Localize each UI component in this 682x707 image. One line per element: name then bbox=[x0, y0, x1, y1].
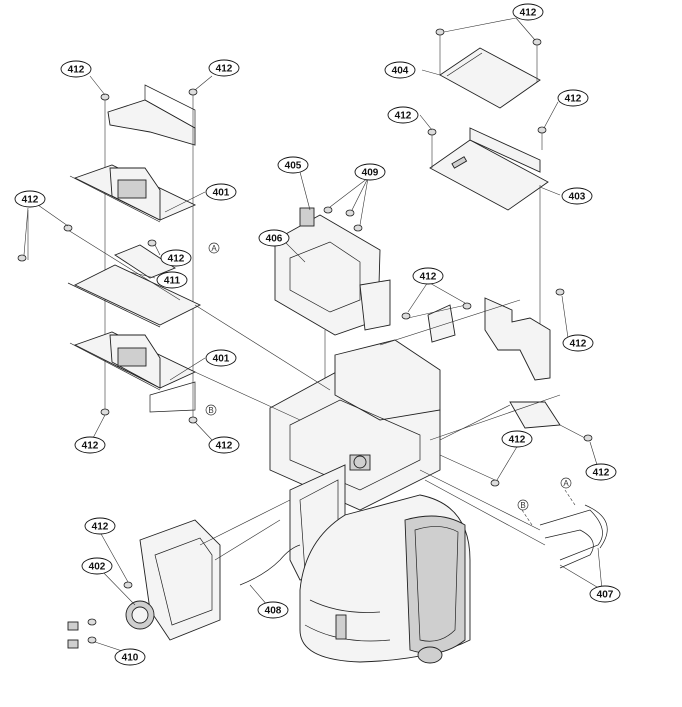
svg-text:412: 412 bbox=[570, 339, 587, 350]
cover-plate-404 bbox=[439, 35, 541, 109]
callout-412: 412 bbox=[562, 334, 594, 352]
callout-401: 401 bbox=[205, 183, 237, 201]
callout-404: 404 bbox=[384, 61, 416, 79]
bracket-402 bbox=[67, 519, 281, 649]
svg-text:403: 403 bbox=[569, 192, 586, 203]
svg-text:A: A bbox=[211, 244, 217, 253]
svg-text:412: 412 bbox=[520, 8, 537, 19]
svg-text:412: 412 bbox=[168, 254, 185, 265]
callout-412: 412 bbox=[585, 463, 617, 481]
callout-408: 408 bbox=[257, 601, 289, 619]
svg-text:412: 412 bbox=[395, 111, 412, 122]
marker-a: A bbox=[560, 477, 572, 489]
callout-412: 412 bbox=[412, 267, 444, 285]
callout-412: 412 bbox=[501, 430, 533, 448]
screws bbox=[17, 28, 593, 644]
callout-412: 412 bbox=[208, 59, 240, 77]
marker-b: B bbox=[517, 499, 529, 511]
svg-text:412: 412 bbox=[420, 272, 437, 283]
marker-a: A bbox=[208, 242, 220, 254]
board-403 bbox=[429, 127, 549, 330]
svg-text:412: 412 bbox=[509, 435, 526, 446]
main-chassis bbox=[269, 339, 441, 581]
leader-lines bbox=[194, 299, 561, 546]
callout-411: 411 bbox=[156, 271, 188, 289]
callout-409: 409 bbox=[354, 163, 386, 181]
callout-412: 412 bbox=[557, 89, 589, 107]
callout-412: 412 bbox=[160, 249, 192, 267]
callout-412: 412 bbox=[84, 517, 116, 535]
module-405 bbox=[274, 207, 391, 395]
svg-text:411: 411 bbox=[164, 276, 181, 287]
svg-text:A: A bbox=[563, 479, 569, 488]
svg-text:412: 412 bbox=[82, 441, 99, 452]
svg-text:412: 412 bbox=[593, 468, 610, 479]
svg-text:B: B bbox=[520, 501, 525, 510]
callout-412: 412 bbox=[14, 190, 46, 208]
svg-text:401: 401 bbox=[213, 188, 230, 199]
callout-412: 412 bbox=[387, 106, 419, 124]
cable-408 bbox=[239, 544, 301, 586]
callout-410: 410 bbox=[114, 648, 146, 666]
side-connector bbox=[439, 401, 586, 441]
svg-text:402: 402 bbox=[89, 562, 106, 573]
svg-text:407: 407 bbox=[597, 590, 614, 601]
callout-leaders bbox=[23, 17, 603, 654]
bracket-411 bbox=[27, 210, 202, 328]
marker-b: B bbox=[205, 404, 217, 416]
svg-text:412: 412 bbox=[92, 522, 109, 533]
svg-text:B: B bbox=[208, 406, 213, 415]
callout-407: 407 bbox=[589, 585, 621, 603]
svg-text:412: 412 bbox=[22, 195, 39, 206]
svg-text:412: 412 bbox=[216, 441, 233, 452]
callout-406: 406 bbox=[258, 229, 290, 247]
svg-text:412: 412 bbox=[565, 94, 582, 105]
svg-text:406: 406 bbox=[266, 234, 283, 245]
svg-text:404: 404 bbox=[392, 66, 409, 77]
callout-403: 403 bbox=[561, 187, 593, 205]
callout-401: 401 bbox=[205, 349, 237, 367]
board-401-lower bbox=[69, 331, 197, 413]
callout-402: 402 bbox=[81, 557, 113, 575]
svg-text:409: 409 bbox=[362, 168, 379, 179]
flex-cable bbox=[484, 297, 551, 381]
svg-text:408: 408 bbox=[265, 606, 282, 617]
callout-412: 412 bbox=[208, 436, 240, 454]
cable-407 bbox=[521, 489, 608, 569]
svg-text:401: 401 bbox=[213, 354, 230, 365]
camera-body bbox=[299, 494, 471, 664]
svg-text:412: 412 bbox=[68, 65, 85, 76]
board-401-upper bbox=[69, 164, 197, 223]
svg-text:405: 405 bbox=[285, 161, 302, 172]
svg-text:410: 410 bbox=[122, 653, 139, 664]
callout-412: 412 bbox=[60, 60, 92, 78]
callout-412: 412 bbox=[512, 3, 544, 21]
bracket-center-right bbox=[407, 304, 467, 343]
callout-405: 405 bbox=[277, 156, 309, 174]
svg-text:412: 412 bbox=[216, 64, 233, 75]
callout-412: 412 bbox=[74, 436, 106, 454]
